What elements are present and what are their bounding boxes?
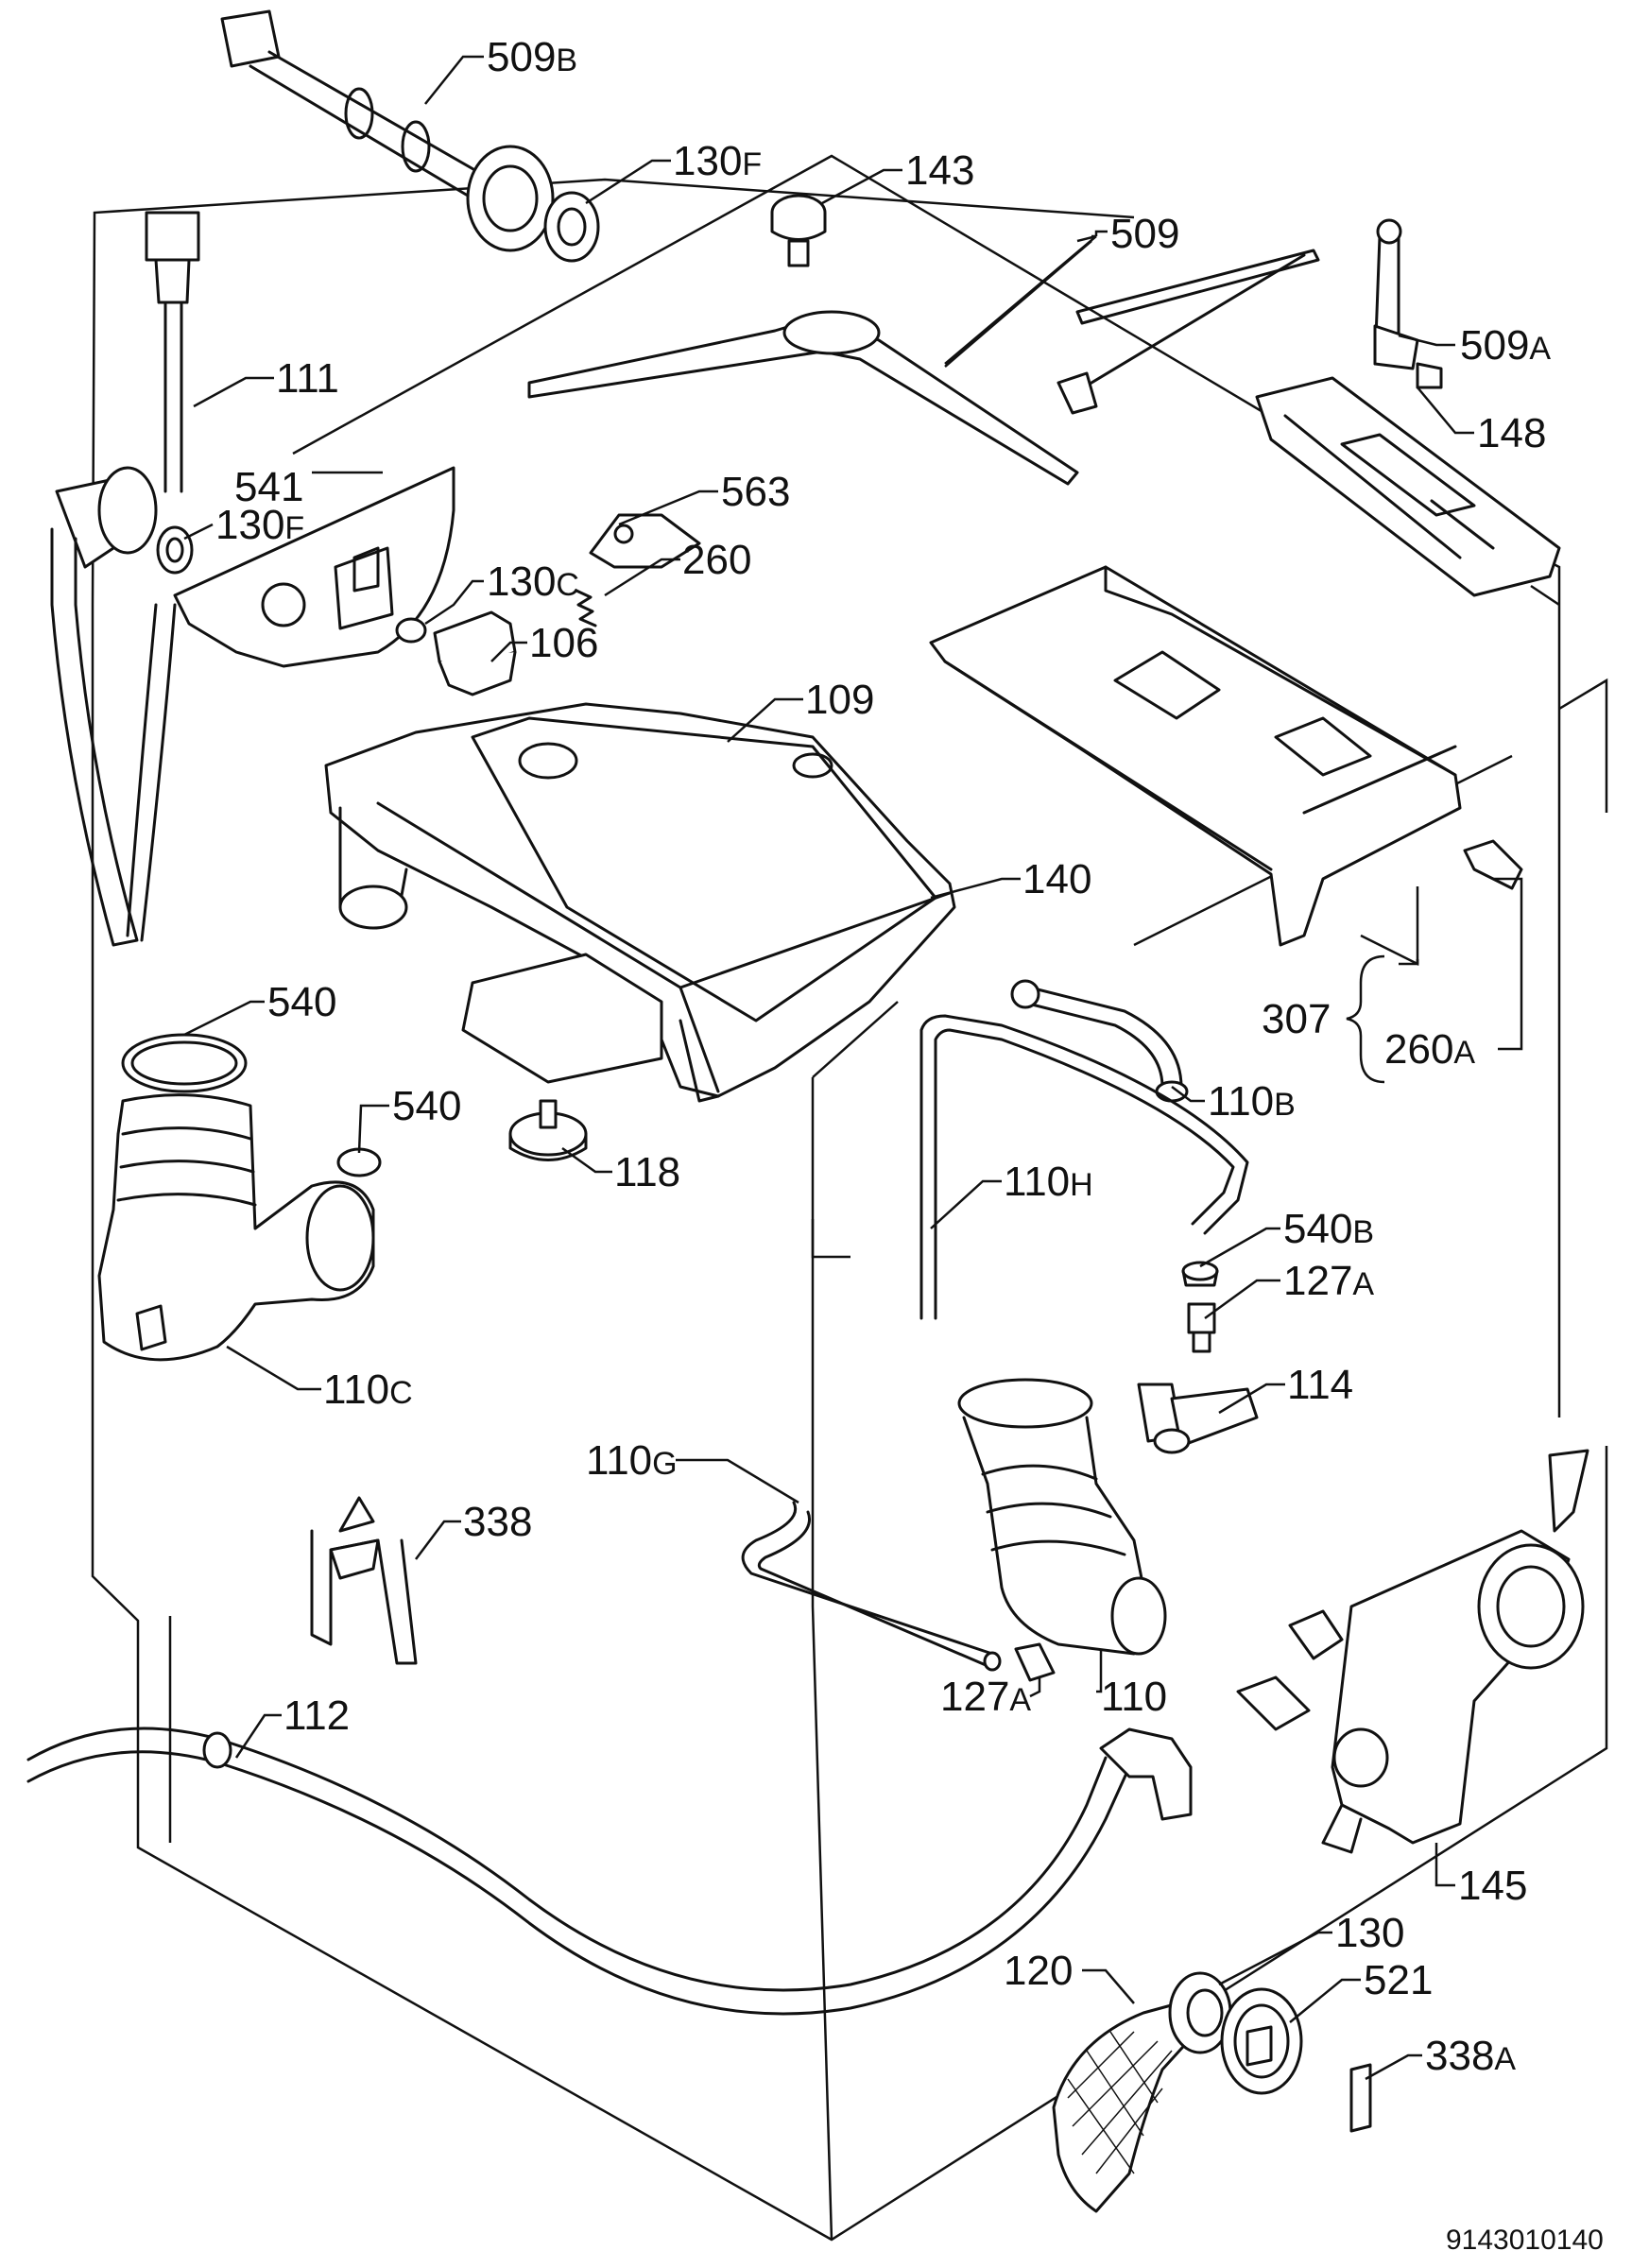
part-110-elbow-bellows — [957, 1378, 1167, 1656]
part-127a-nozzle-top — [1187, 1302, 1216, 1353]
label-509b: 509B — [487, 34, 577, 80]
label-130f-top: 130F — [673, 138, 762, 184]
part-148-flap-housing — [1255, 376, 1561, 597]
label-110g: 110G — [586, 1437, 678, 1484]
part-118-gear — [508, 1099, 588, 1161]
callout-labels: 509B 130F 143 509 509A 148 111 541 130F … — [215, 34, 1551, 2079]
diagram-code: 9143010140 — [1446, 2225, 1604, 2256]
part-110h-tube — [919, 1014, 1249, 1320]
leader-lines — [183, 55, 1523, 2081]
part-111-inlet-hose — [50, 211, 200, 947]
label-563: 563 — [721, 469, 790, 515]
label-540-b: 540 — [392, 1083, 461, 1129]
label-260: 260 — [682, 537, 751, 583]
part-509a-small-lever — [1373, 218, 1443, 389]
label-106: 106 — [529, 620, 598, 666]
label-541: 541 — [234, 464, 303, 510]
part-540-clamp-ring-a — [121, 1033, 248, 1093]
part-112-drain-hose — [26, 1727, 1193, 2016]
label-127a-top: 127A — [1283, 1258, 1374, 1304]
label-140: 140 — [1022, 856, 1091, 902]
label-338a: 338A — [1425, 2033, 1516, 2079]
part-110g-curved-tube — [741, 1501, 1002, 1672]
label-127a-bot: 127A — [940, 1674, 1031, 1720]
part-540-clamp-ring-b — [336, 1147, 382, 1177]
part-540b-clamp — [1181, 1261, 1219, 1287]
label-130f-mid: 130F — [215, 502, 304, 548]
label-307: 307 — [1262, 996, 1331, 1042]
label-130c: 130C — [487, 558, 579, 605]
label-540-a: 540 — [267, 979, 336, 1025]
label-120: 120 — [1004, 1948, 1073, 1994]
label-145: 145 — [1458, 1863, 1527, 1909]
part-130c-fitting — [395, 617, 427, 644]
label-338: 338 — [463, 1499, 532, 1545]
label-111: 111 — [276, 355, 339, 402]
part-127a-nozzle-bot — [1014, 1642, 1056, 1682]
part-541-bracket-plate — [173, 466, 455, 668]
label-521: 521 — [1364, 1957, 1433, 2003]
label-114: 114 — [1287, 1362, 1353, 1408]
label-109: 109 — [805, 677, 874, 723]
part-260-spring — [575, 589, 597, 627]
label-509: 509 — [1110, 211, 1179, 257]
label-110b: 110B — [1208, 1078, 1296, 1125]
part-110b-small-hose — [1010, 979, 1189, 1103]
label-148: 148 — [1477, 410, 1546, 456]
part-338a-pin — [1349, 2063, 1372, 2133]
label-143: 143 — [905, 147, 974, 194]
label-112: 112 — [283, 1692, 350, 1739]
part-521-filter-cap — [1220, 1987, 1303, 2095]
part-106-clip — [433, 610, 517, 696]
part-130f-washer-mid — [156, 525, 194, 575]
label-110h: 110H — [1004, 1159, 1093, 1205]
label-540b: 540B — [1283, 1206, 1374, 1252]
label-509a: 509A — [1460, 322, 1551, 369]
label-118: 118 — [614, 1149, 680, 1195]
part-260a-clip — [1463, 839, 1523, 890]
part-114-valve — [1137, 1383, 1259, 1454]
bracket-307 — [1346, 954, 1385, 1084]
part-307-detergent-drawer — [929, 565, 1462, 947]
label-260a: 260A — [1384, 1026, 1475, 1073]
label-110c: 110C — [323, 1366, 413, 1413]
part-130f-washer-top — [543, 191, 600, 263]
part-109-dispenser-housing — [324, 702, 956, 1103]
part-145-pump-housing — [1236, 1449, 1589, 1854]
part-143-knob — [770, 194, 827, 267]
part-110c-bellows — [97, 1093, 375, 1362]
part-338-u-clip — [310, 1496, 418, 1665]
part-120-filter — [1052, 1997, 1211, 2213]
label-130: 130 — [1335, 1910, 1404, 1956]
label-110: 110 — [1101, 1674, 1167, 1720]
part-563-cam-plate — [589, 513, 701, 569]
part-509-lever-arm — [527, 249, 1320, 486]
part-509b-inlet-valve — [220, 9, 555, 252]
